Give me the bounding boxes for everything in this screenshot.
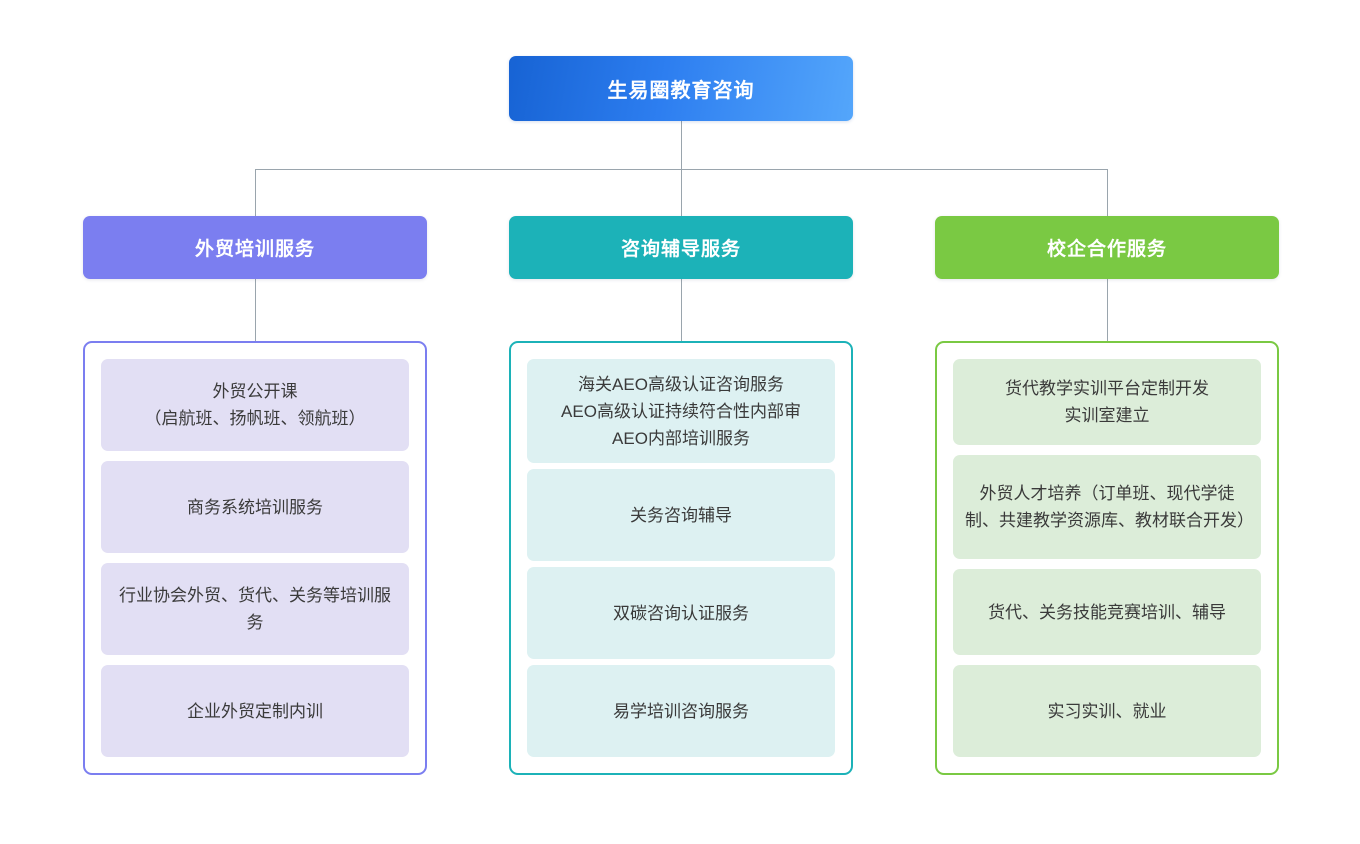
service-card-line: 企业外贸定制内训 (187, 701, 323, 721)
service-card[interactable]: 货代教学实训平台定制开发 实训室建立 (953, 359, 1261, 445)
service-card-line: 实习实训、就业 (1047, 701, 1167, 721)
service-card[interactable]: 实习实训、就业 (953, 665, 1261, 757)
service-card-line: 易学培训咨询服务 (613, 701, 749, 721)
service-card-line: 货代教学实训平台定制开发 (1005, 379, 1209, 398)
service-card[interactable]: 行业协会外贸、货代、关务等培训服务 (101, 563, 409, 655)
service-card-line: 货代、关务技能竞赛培训、辅导 (988, 602, 1226, 622)
service-card[interactable]: 海关AEO高级认证咨询服务 AEO高级认证持续符合性内部审 AEO内部培训服务 (527, 359, 835, 463)
service-card-line: AEO高级认证持续符合性内部审 (561, 401, 801, 421)
connector-header-to-body-center (681, 279, 682, 341)
service-card[interactable]: 外贸公开课 （启航班、扬帆班、领航班） (101, 359, 409, 451)
branch-header-label: 咨询辅导服务 (620, 239, 741, 260)
service-card-line: 商务系统培训服务 (187, 497, 323, 517)
service-card-line: 关务咨询辅导 (630, 505, 732, 525)
service-card[interactable]: 双碳咨询认证服务 (527, 567, 835, 659)
branch-header-waimao[interactable]: 外贸培训服务 (83, 216, 427, 279)
branch-body-xiaoqi: 货代教学实训平台定制开发 实训室建立 外贸人才培养（订单班、现代学徒制、共建教学… (935, 341, 1279, 775)
root-node[interactable]: 生易圈教育咨询 (509, 56, 853, 121)
branch-body-zixun: 海关AEO高级认证咨询服务 AEO高级认证持续符合性内部审 AEO内部培训服务 … (509, 341, 853, 775)
connector-header-to-body-left (255, 279, 256, 341)
service-card-line: （启航班、扬帆班、领航班） (144, 409, 366, 428)
connector-header-to-body-right (1107, 279, 1108, 341)
service-card-line: 实训室建立 (1064, 406, 1150, 425)
connector-drop-right (1107, 169, 1108, 216)
service-card[interactable]: 货代、关务技能竞赛培训、辅导 (953, 569, 1261, 655)
service-card[interactable]: 商务系统培训服务 (101, 461, 409, 553)
branch-header-zixun[interactable]: 咨询辅导服务 (509, 216, 853, 279)
service-card-line: 海关AEO高级认证咨询服务 (578, 374, 784, 394)
service-card[interactable]: 关务咨询辅导 (527, 469, 835, 561)
root-node-label: 生易圈教育咨询 (607, 80, 755, 102)
branch-header-label: 校企合作服务 (1046, 239, 1167, 260)
service-card-line: 外贸人才培养（订单班、现代学徒制、共建教学资源库、教材联合开发） (965, 484, 1254, 530)
service-card-line: AEO内部培训服务 (612, 428, 750, 448)
service-card[interactable]: 易学培训咨询服务 (527, 665, 835, 757)
service-card-line: 外贸公开课 (212, 382, 298, 401)
connector-root-stem (681, 121, 682, 169)
service-card[interactable]: 外贸人才培养（订单班、现代学徒制、共建教学资源库、教材联合开发） (953, 455, 1261, 559)
service-card[interactable]: 企业外贸定制内训 (101, 665, 409, 757)
branch-body-waimao: 外贸公开课 （启航班、扬帆班、领航班） 商务系统培训服务 行业协会外贸、货代、关… (83, 341, 427, 775)
connector-drop-left (255, 169, 256, 216)
branch-header-xiaoqi[interactable]: 校企合作服务 (935, 216, 1279, 279)
service-card-line: 双碳咨询认证服务 (613, 603, 749, 623)
branch-header-label: 外贸培训服务 (194, 239, 315, 260)
connector-drop-center (681, 169, 682, 216)
service-card-line: 行业协会外贸、货代、关务等培训服务 (119, 586, 391, 632)
